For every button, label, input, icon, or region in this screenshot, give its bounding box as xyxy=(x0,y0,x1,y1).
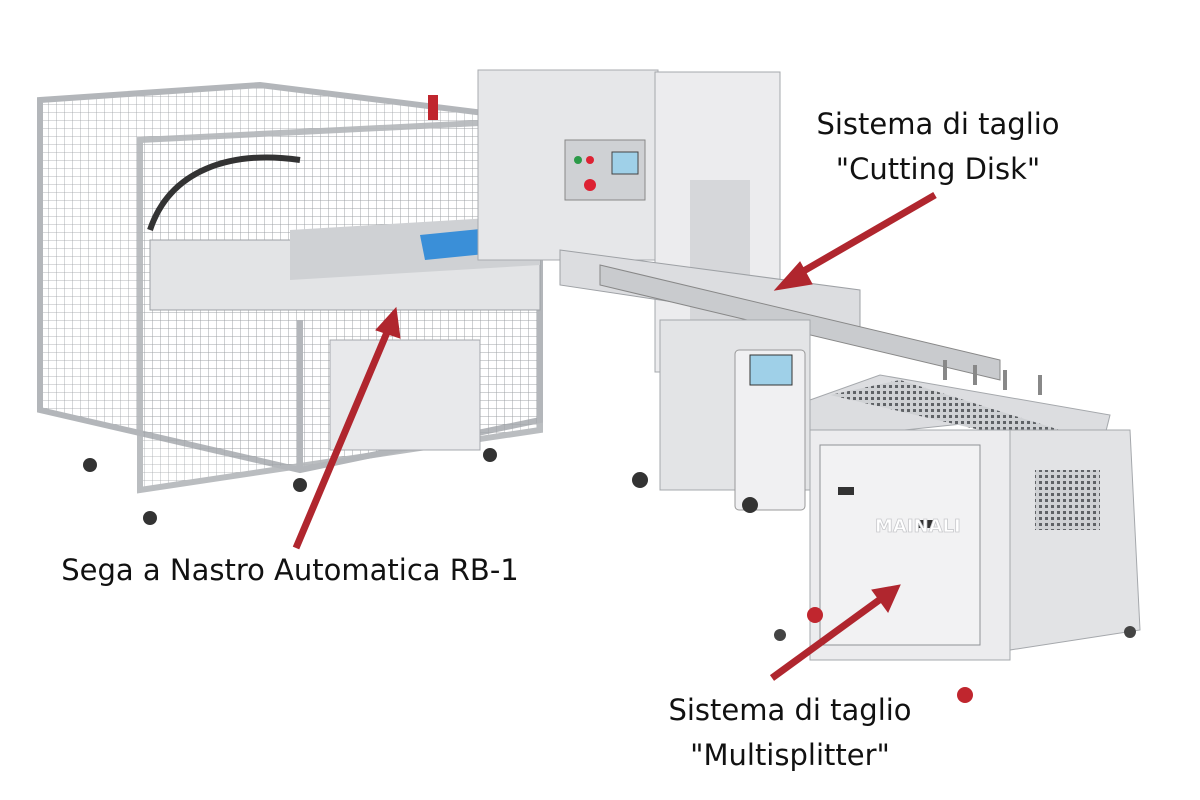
arrowhead-multisplitter xyxy=(871,584,901,613)
band-saw-rb1 xyxy=(37,81,543,525)
arrowhead-band-saw xyxy=(375,306,401,339)
multisplitter-unit: MAINALI xyxy=(774,360,1141,703)
label-multisplitter-line2: "Multisplitter" xyxy=(690,738,890,772)
cutting-disk-unit xyxy=(477,69,1001,513)
arrow-band-saw xyxy=(292,328,392,550)
label-band-saw-line1: Sega a Nastro Automatica RB-1 xyxy=(61,553,519,587)
arrow-cutting-disk xyxy=(793,191,937,280)
label-cutting-disk-line1: Sistema di taglio xyxy=(816,107,1060,141)
arrow-multisplitter xyxy=(769,595,885,681)
label-multisplitter-line1: Sistema di taglio xyxy=(668,693,912,727)
arrowhead-cutting-disk xyxy=(773,261,813,291)
label-cutting-disk: Sistema di taglio "Cutting Disk" xyxy=(800,102,1076,192)
label-multisplitter: Sistema di taglio "Multisplitter" xyxy=(652,688,928,778)
label-cutting-disk-line2: "Cutting Disk" xyxy=(835,152,1041,186)
label-band-saw: Sega a Nastro Automatica RB-1 xyxy=(55,548,525,593)
mainali-logo: MAINALI xyxy=(875,516,961,537)
